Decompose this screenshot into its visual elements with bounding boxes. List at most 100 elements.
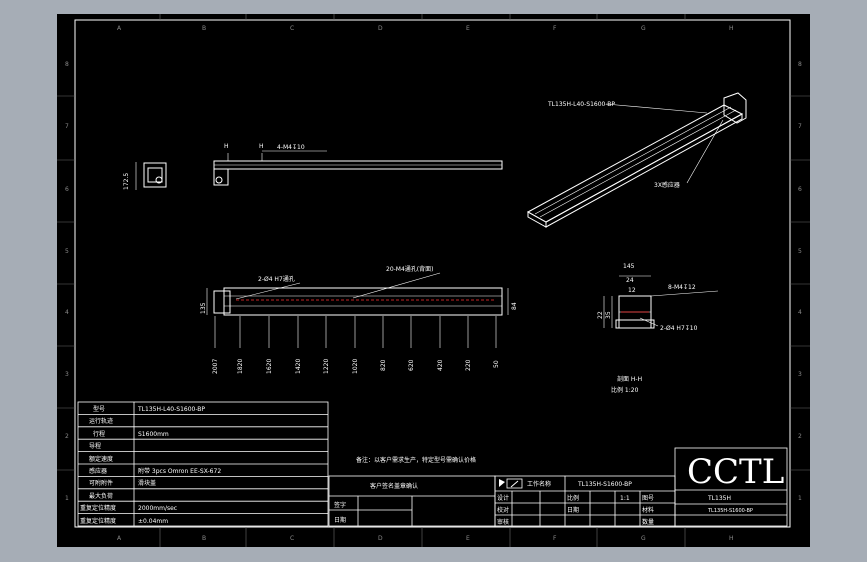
- plan-holes-note-2: 20-M4通孔(背面): [386, 265, 433, 273]
- section-dim-145: 145: [623, 263, 635, 270]
- iso-sensor-label: 3X感应器: [654, 181, 680, 189]
- grid-right-1: 材料: [642, 506, 654, 514]
- section-title: 剖面 H-H: [617, 375, 642, 383]
- zone-col-g: G: [641, 25, 646, 32]
- spec-value-0: TL135H-L40-S1600-BP: [137, 406, 205, 413]
- section-holes-note: 2-Ø4 H7↧10: [660, 325, 698, 332]
- spec-table: [77, 401, 329, 527]
- zone-row-6: 6: [65, 186, 69, 193]
- front-view: [213, 153, 503, 186]
- logo-block: [674, 447, 788, 527]
- spec-value-9: ±0.04mm: [138, 518, 168, 525]
- plan-dim-6: 820: [380, 359, 387, 371]
- zone-row-7: 7: [65, 123, 69, 130]
- spec-value-5: 附带 3pcs Omron EE-SX-672: [138, 467, 221, 475]
- plan-dims: 2007 1820 1620 1420 1220 1020 820 620 42…: [212, 359, 500, 374]
- section-thread-note: 8-M4↧12: [668, 284, 696, 291]
- frame-zone-labels: A B C D E F G H A B C D E F G H 8 7 6 5 …: [65, 25, 802, 542]
- drawing-no: TL135H-S1600-BP: [577, 481, 632, 488]
- product-name: TL135H: [707, 495, 731, 502]
- product-subtitle: TL135H-S1600-BP: [707, 508, 753, 514]
- drawing-no-label: 工作名称: [527, 480, 551, 488]
- zone-col-h-bottom: H: [729, 535, 734, 542]
- section-dim-12: 12: [628, 287, 636, 294]
- zone-row-2: 2: [65, 433, 69, 440]
- spec-value-2: S1600mm: [138, 431, 169, 438]
- section-dim-24: 24: [626, 277, 634, 284]
- spec-label-2: 行程: [93, 430, 105, 438]
- zone-row-4: 4: [65, 309, 69, 316]
- sign-label: 签字: [334, 501, 346, 509]
- section-scale: 比例 1:20: [611, 386, 639, 394]
- plan-dim-2: 1620: [266, 359, 273, 374]
- zone-row-3-right: 3: [798, 371, 802, 378]
- zone-row-8: 8: [65, 61, 69, 68]
- plan-height-dim: 135: [200, 302, 207, 314]
- isometric-view: [526, 92, 747, 228]
- spec-label-1: 运行轨迹: [89, 417, 113, 425]
- zone-col-e-bottom: E: [466, 535, 470, 542]
- frame-zone-ticks: [57, 14, 810, 547]
- spec-label-5: 感应器: [89, 467, 107, 475]
- section-side-22: 22: [597, 311, 604, 319]
- grid-mid-1: 日期: [567, 506, 579, 514]
- plan-dim-1: 1820: [237, 359, 244, 374]
- zone-row-5-right: 5: [798, 248, 802, 255]
- zone-col-h: H: [729, 25, 734, 32]
- plan-dim-4: 1220: [323, 359, 330, 374]
- spec-label-3: 导程: [89, 442, 101, 450]
- zone-row-4-right: 4: [798, 309, 802, 316]
- spec-label-8: 重复定位精度: [80, 504, 116, 512]
- zone-col-b-bottom: B: [202, 535, 206, 542]
- end-view-height: 172.5: [123, 173, 130, 190]
- plan-right-dim: 84: [511, 302, 518, 310]
- grid-right-0: 图号: [642, 495, 654, 502]
- plan-dim-3: 1420: [295, 359, 302, 374]
- spec-value-8: 2000mm/sec: [138, 505, 177, 512]
- section-side-35: 35: [605, 311, 612, 319]
- confirm-block: [328, 475, 496, 527]
- spec-table-text: 型号 TL135H-L40-S1600-BP 运行轨迹 行程 S1600mm 导…: [80, 405, 221, 525]
- plan-holes-note-1: 2-Ø4 H7通孔: [258, 275, 295, 283]
- zone-col-a-bottom: A: [117, 535, 122, 542]
- zone-col-e: E: [466, 25, 470, 32]
- plan-dim-8: 420: [437, 359, 444, 371]
- zone-row-3: 3: [65, 371, 69, 378]
- production-note: 备注：以客户需求生产，特定型号需确认价格: [356, 456, 476, 464]
- zone-col-f-bottom: F: [553, 535, 557, 542]
- spec-value-6: 滑块盖: [138, 479, 156, 487]
- cctl-small-logo-icon: [499, 478, 523, 489]
- customer-confirm: 客户签名盖章确认: [370, 482, 418, 490]
- zone-col-a: A: [117, 25, 122, 32]
- zone-row-2-right: 2: [798, 433, 802, 440]
- grid-mid-3: 1:1: [620, 495, 630, 502]
- zone-row-1-right: 1: [798, 495, 802, 502]
- zone-row-5: 5: [65, 248, 69, 255]
- grid-right-2: 数量: [642, 518, 654, 526]
- zone-col-g-bottom: G: [641, 535, 646, 542]
- grid-left-0: 设计: [497, 494, 509, 502]
- zone-col-f: F: [553, 25, 557, 32]
- plan-view: [206, 287, 509, 316]
- grid-left-1: 校对: [497, 506, 509, 514]
- zone-col-c-bottom: C: [290, 535, 294, 542]
- front-section-mark-2: H: [259, 143, 264, 150]
- info-grid-labels: 设计 校对 审核 比例 日期 1:1 图号 材料 数量: [497, 494, 654, 526]
- grid-mid-0: 比例: [567, 494, 579, 502]
- zone-row-6-right: 6: [798, 186, 802, 193]
- drawing-sheet: [57, 14, 810, 547]
- spec-label-9: 重复定位精度: [80, 517, 116, 525]
- grid-left-2: 审核: [497, 518, 509, 526]
- zone-row-7-right: 7: [798, 123, 802, 130]
- zone-row-8-right: 8: [798, 61, 802, 68]
- date-label: 日期: [334, 516, 346, 524]
- plan-dim-0: 2007: [212, 359, 219, 374]
- spec-label-7: 最大负荷: [89, 492, 113, 500]
- front-section-mark-1: H: [224, 143, 229, 150]
- spec-label-4: 额定速度: [89, 455, 113, 463]
- plan-dim-7: 620: [408, 359, 415, 371]
- spec-label-6: 可附附件: [89, 479, 113, 487]
- zone-col-d: D: [378, 25, 383, 32]
- end-view: [135, 162, 167, 190]
- inner-frame: [74, 19, 791, 528]
